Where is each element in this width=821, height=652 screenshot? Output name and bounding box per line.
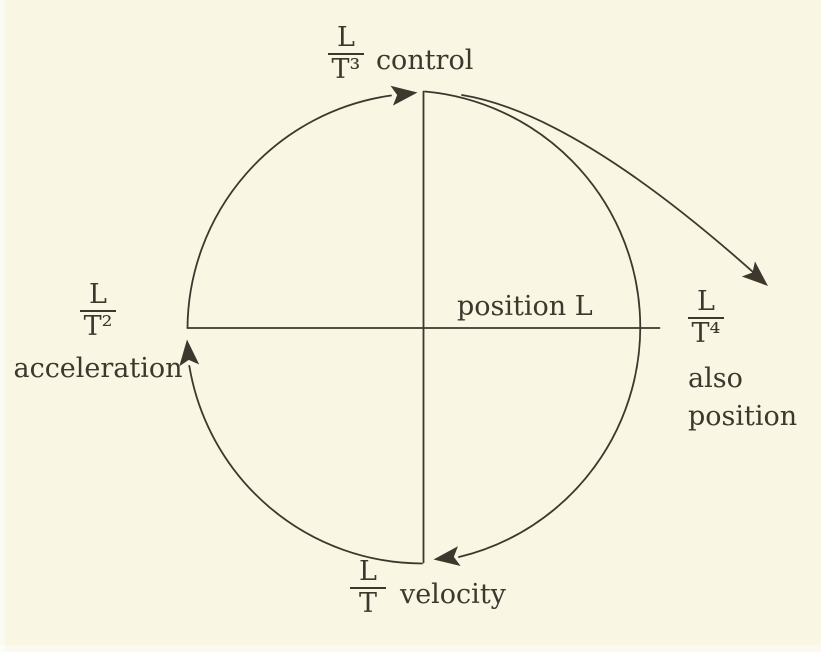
node-acceleration: L T² acceleration — [13, 281, 183, 385]
escape-arrowhead-icon — [741, 261, 768, 286]
dimension-fraction-acceleration: L T² — [80, 281, 116, 340]
dimension-fraction-velocity: L T — [350, 558, 386, 617]
fraction-denominator: T² — [83, 310, 113, 342]
node-acceleration-label: acceleration — [13, 353, 183, 385]
fraction-numerator: L — [80, 281, 116, 312]
fraction-denominator: T — [358, 587, 377, 619]
arc-bottom-to-left — [188, 365, 423, 565]
dimension-fraction-also-position: L T⁴ — [688, 288, 724, 347]
fraction-numerator: L — [688, 288, 724, 319]
arc-top-to-bottom-right-side — [424, 90, 642, 558]
node-control: L T³ control — [328, 24, 473, 83]
arc-left-to-top — [186, 94, 392, 329]
fraction-numerator: L — [328, 24, 364, 55]
clockwise-arrowhead-top-icon — [390, 85, 418, 106]
fraction-denominator: T⁴ — [691, 317, 721, 349]
node-control-label: control — [375, 45, 474, 77]
node-also-position-label-line1: also — [688, 363, 743, 395]
scan-edge-bottom — [0, 645, 821, 652]
clockwise-arrowhead-bottom-icon — [433, 546, 461, 567]
node-velocity-label: velocity — [399, 579, 506, 611]
node-position-center-label: position L — [457, 291, 593, 322]
dimension-fraction-control: L T³ — [328, 24, 364, 83]
node-velocity: L T velocity — [350, 558, 506, 617]
fraction-denominator: T³ — [331, 53, 361, 85]
fraction-numerator: L — [350, 558, 386, 589]
escape-tangent-curve — [461, 94, 764, 282]
node-also-position: L T⁴ also position — [688, 288, 797, 432]
scan-edge-left — [0, 0, 5, 652]
clockwise-arrowhead-left-icon — [179, 339, 200, 367]
node-also-position-label-line2: position — [688, 401, 798, 433]
